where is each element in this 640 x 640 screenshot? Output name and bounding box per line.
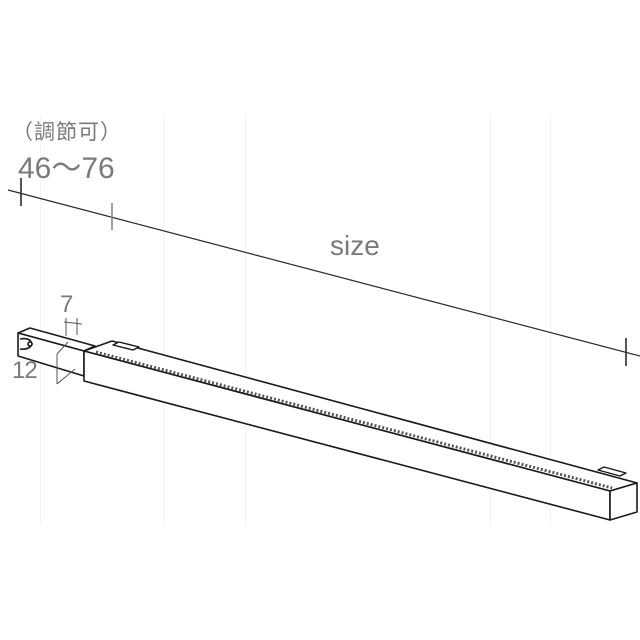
grid-line [245, 115, 246, 525]
grid-line [40, 115, 41, 525]
grid-line [550, 115, 551, 525]
end-connector [17, 327, 96, 377]
size-dimension-label: size [330, 230, 380, 261]
main-bar [83, 340, 638, 521]
dimension-ticks [56, 318, 83, 385]
height-dimension-label: 12 [12, 357, 38, 384]
grid-line [163, 115, 164, 525]
adjustable-note: （調節可） [12, 121, 122, 144]
grid-line [490, 115, 491, 525]
width-dimension-label: 7 [60, 291, 74, 318]
dimension-line-size [7, 178, 640, 366]
adjustable-range-label: 46〜76 [18, 152, 115, 185]
